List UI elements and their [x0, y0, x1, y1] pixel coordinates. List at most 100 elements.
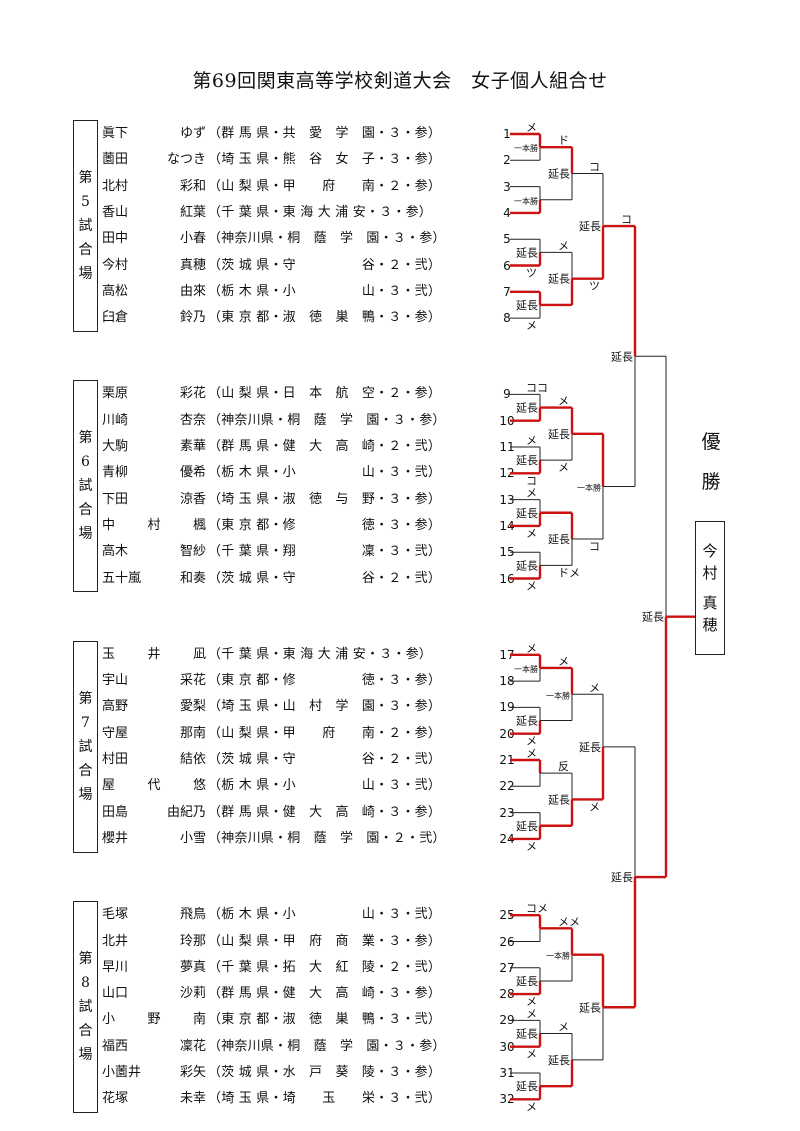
seed-number: 10 — [499, 413, 515, 428]
player-name: 栗原 彩花 — [102, 383, 206, 405]
score-mark-top: メ — [558, 655, 569, 668]
venue-label-char: 8 — [81, 975, 90, 992]
player-profile: （神奈川県・桐 蔭 学 園・３・参） — [208, 231, 446, 247]
score-mark-top: メ — [526, 121, 537, 134]
player-profile: （東 京 都・修 徳・３・参） — [208, 673, 442, 689]
player-name-part: 玲那 — [179, 933, 206, 949]
player-name-part: 鈴乃 — [179, 310, 206, 326]
seed-number: 1 — [503, 127, 511, 141]
player-name-part: 中 — [102, 517, 116, 533]
player-profile: （栃 木 県・小 山・３・弐） — [208, 465, 442, 481]
player-name: 五十嵐和奏 — [102, 568, 206, 590]
match-note: 延長 — [516, 507, 538, 520]
match-note: 延長 — [516, 1028, 538, 1041]
champion-label: 優 勝 — [695, 422, 727, 502]
player-profile: （山 梨 県・甲 府 南・２・参） — [208, 178, 442, 194]
player-name-part: 櫻井 — [102, 830, 129, 846]
player-name: 香山紅葉 — [102, 202, 206, 224]
player-profile: （東 京 都・淑 徳 巣 鴨・３・参） — [208, 310, 442, 326]
player-profile: （栃 木 県・小 山・３・弐） — [208, 283, 442, 299]
player-name-part: 涼香 — [179, 491, 206, 507]
seed-number: 30 — [499, 1039, 515, 1054]
player-name-part: 守屋 — [102, 725, 129, 741]
player-name-part: 大駒 — [102, 439, 129, 454]
venue-label-char: 合 — [78, 762, 93, 779]
player-name-part: 彩花 — [179, 386, 206, 402]
player-name-part: 花塚 — [102, 1091, 129, 1107]
venue-label-char: 試 — [78, 999, 93, 1016]
player-profile: （神奈川県・桐 蔭 学 園・２・弐） — [208, 830, 446, 846]
score-mark-top: ド — [558, 134, 569, 147]
score-mark-bottom: メ — [558, 461, 569, 474]
match-note: 延長 — [516, 559, 538, 572]
player-name-part: 素華 — [179, 439, 206, 454]
seed-number: 18 — [499, 674, 515, 689]
player-name-part: 村 — [147, 517, 161, 533]
venue-label-char: 6 — [81, 454, 90, 471]
player-name: 高野愛梨 — [102, 696, 206, 718]
player-name: 福西凜花 — [102, 1036, 206, 1058]
match-note: 延長 — [516, 975, 538, 988]
player-name-part: 村田 — [102, 752, 129, 767]
player-name: 櫻井小雪 — [102, 828, 206, 850]
player-name: 北井玲那 — [102, 931, 206, 953]
score-mark-bottom: コ — [526, 474, 537, 487]
seed-number: 2 — [503, 153, 511, 168]
score-mark-top: メ — [526, 434, 537, 447]
player-name-part: 井 — [147, 646, 161, 662]
player-name-part: ゆず — [179, 126, 206, 141]
match-note: 延長 — [548, 428, 570, 441]
venue-label-char: 第 — [78, 430, 93, 447]
score-mark-top: ココ — [526, 381, 548, 394]
score-mark-top: コ — [621, 213, 632, 226]
player-name-part: 夢真 — [179, 959, 206, 975]
player-name: 宇山采花 — [102, 670, 206, 692]
player-name-part: なつき — [166, 152, 206, 168]
player-name-part: 未幸 — [179, 1091, 206, 1107]
seed-number: 7 — [503, 284, 511, 299]
player-name-part: 下田 — [102, 491, 129, 507]
player-name-part: 南 — [192, 1012, 206, 1028]
champion-name-char: 穂 — [702, 616, 718, 634]
match-note: 一本勝 — [514, 196, 538, 206]
player-name: 大駒 素華 — [102, 436, 206, 458]
player-profile: （栃 木 県・小 山・３・弐） — [208, 907, 442, 923]
champion-label-char: 優 — [701, 431, 721, 453]
player-name-part: 小 — [102, 1012, 116, 1028]
player-name-part: 代 — [147, 778, 161, 794]
player-name-part: 薗田 — [102, 152, 129, 168]
seed-number: 9 — [503, 387, 511, 402]
venue-label-char: 試 — [78, 218, 93, 235]
match-note: 延長 — [516, 402, 538, 415]
venue-label-char: 第 — [78, 170, 93, 187]
player-name-part: 彩和 — [179, 178, 206, 194]
player-name-part: 青柳 — [102, 465, 129, 481]
player-name-part: 栗原 — [102, 386, 129, 402]
player-name: 薗田 なつき — [102, 149, 206, 171]
champion-name-char: 真 — [702, 594, 718, 612]
player-name-part: 今村 — [102, 257, 129, 273]
venue-label-char: 場 — [78, 266, 93, 283]
player-profile: （千 葉 県・東 海 大 浦 安・３・参） — [208, 204, 432, 220]
seed-number: 12 — [499, 466, 515, 481]
score-mark-top: メ — [526, 642, 537, 655]
venue-label-char: 試 — [78, 478, 93, 495]
match-note: 延長 — [516, 299, 538, 312]
venue-label-char: 第 — [78, 690, 93, 707]
score-mark-top: メ — [526, 487, 537, 500]
player-name-part: 結依 — [179, 752, 206, 767]
player-name-part: 小春 — [179, 231, 206, 247]
player-profile: （千 葉 県・翔 凜・３・弐） — [208, 544, 442, 560]
player-profile: （埼 玉 県・淑 徳 与 野・３・参） — [208, 491, 442, 507]
player-profile: （東 京 都・修 徳・３・参） — [208, 517, 442, 533]
seed-number: 14 — [499, 518, 515, 533]
seed-number: 5 — [503, 232, 511, 247]
player-profile: （埼 玉 県・埼 玉 栄・３・弐） — [208, 1091, 442, 1107]
seed-number: 20 — [499, 726, 515, 741]
seed-number: 19 — [499, 700, 515, 715]
player-name-part: 臼倉 — [102, 310, 129, 326]
player-name-part: 和奏 — [179, 570, 206, 586]
venue-label-char: 第 — [78, 951, 93, 968]
seed-number: 29 — [499, 1013, 515, 1028]
player-profile: （茨 城 県・守 谷・２・弐） — [208, 752, 442, 767]
